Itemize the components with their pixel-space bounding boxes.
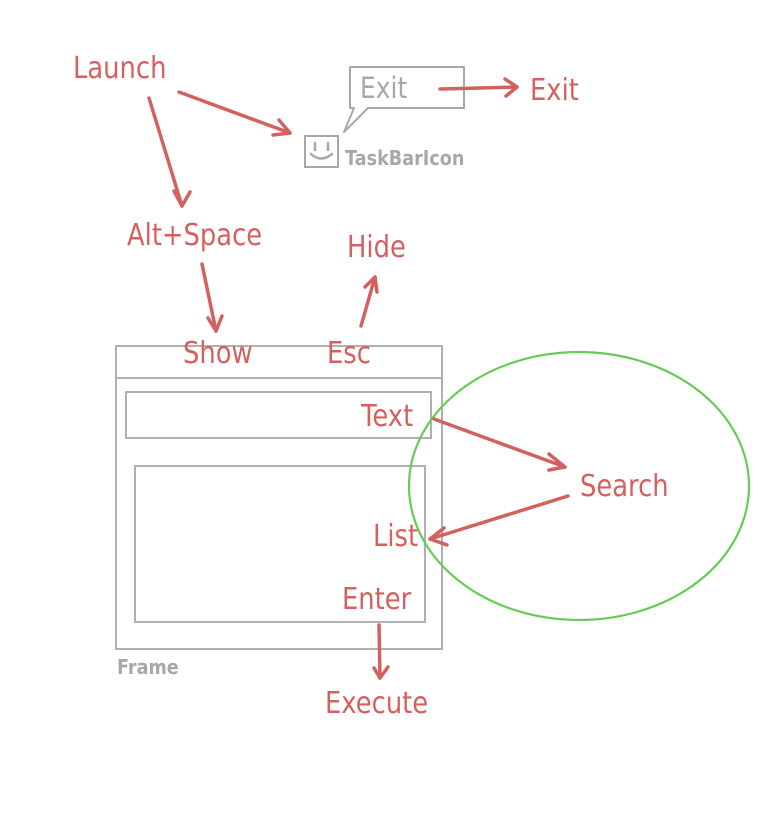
arrow-search-to-list xyxy=(428,494,570,547)
exit-speech-bubble xyxy=(343,66,465,133)
search-highlight-ellipse xyxy=(407,350,751,622)
arrow-esc-to-hide xyxy=(359,275,379,328)
text-label: Text xyxy=(361,399,414,434)
arrow-text-to-search xyxy=(432,417,567,472)
arrow-launch-to-altspace xyxy=(147,96,192,208)
frame-window xyxy=(115,345,443,650)
show-label: Show xyxy=(183,336,253,371)
arrow-altspace-to-show xyxy=(200,262,224,333)
enter-label: Enter xyxy=(342,582,412,617)
arrow-launch-to-taskbaricon xyxy=(177,90,292,137)
taskbar-icon-label: TaskBarIcon xyxy=(345,146,465,170)
search-label: Search xyxy=(580,469,669,504)
exit-action-label: Exit xyxy=(530,73,579,108)
esc-label: Esc xyxy=(327,336,371,371)
smiley-icon xyxy=(304,135,339,168)
launch-label: Launch xyxy=(73,51,167,86)
execute-label: Execute xyxy=(325,686,429,721)
hide-label: Hide xyxy=(347,230,406,265)
frame-label: Frame xyxy=(117,655,179,679)
text-input-box xyxy=(125,391,432,439)
arrow-enter-to-execute xyxy=(372,623,390,680)
arrow-exit-bubble-to-exit xyxy=(438,77,519,98)
list-label: List xyxy=(373,519,419,554)
exit-bubble-label: Exit xyxy=(360,71,408,105)
alt-space-label: Alt+Space xyxy=(127,218,263,253)
